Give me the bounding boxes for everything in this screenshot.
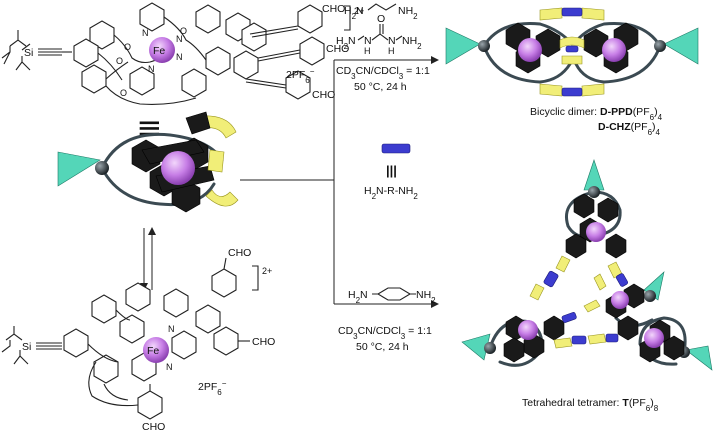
n-label-bottom-1: N — [168, 324, 175, 334]
amine1-right: NH2 — [398, 5, 418, 21]
reactant-bottom-structure: Si Fe N N CHO CHO CHO 2+ 2PF6− — [1, 247, 275, 432]
charge-label-top: 2+ — [354, 6, 364, 16]
n-label-top-1: N — [176, 34, 183, 44]
carbohydrazide-h2: H — [388, 46, 395, 56]
linker-legend: ||| H2N-R-NH2 — [364, 143, 418, 201]
silyl-label-top: Si — [24, 47, 33, 59]
dimer-caption: Bicyclic dimer: D-PPD(PF6)4 D-CHZ(PF6)4 — [530, 106, 663, 137]
conditions-solvent-top: CD3CN/CDCl3 = 1:1 — [336, 65, 430, 81]
carbohydrazide-right: NH2 — [402, 35, 422, 51]
conditions-temp-bottom: 50 °C, 24 h — [356, 341, 409, 353]
equilibrium-arrows — [140, 227, 156, 291]
carbohydrazide-left: H2N — [336, 35, 356, 51]
tetramer-caption-text: Tetrahedral tetramer: T(PF6)8 — [522, 397, 659, 413]
reagent-top: H2N NH2 H2N N H O N H NH2 CD3CN/CDCl3 = … — [336, 3, 430, 93]
cho-label-top-3: CHO — [312, 89, 335, 101]
thread-cartoon-2 — [100, 166, 216, 207]
reagent-bottom: H2N NH2 CD3CN/CDCl3 = 1:1 50 °C, 24 h — [338, 287, 436, 353]
tetramer-stopper-top — [583, 159, 605, 191]
charge-label-bottom: 2+ — [262, 266, 272, 276]
cho-label-top-2: CHO — [326, 43, 349, 55]
n-label-bottom-2: N — [166, 362, 173, 372]
iron-center-bottom — [143, 337, 169, 363]
cyclohexanediamine-left: H2N — [348, 289, 368, 305]
linker-formula: H2N-R-NH2 — [364, 185, 418, 201]
product-dimer-graphic — [445, 7, 699, 97]
tetramer-stopper-right — [685, 345, 713, 371]
tips-group-top: Si — [1, 30, 72, 71]
o-label-top-4: O — [180, 26, 187, 36]
metal-label-top: Fe — [153, 45, 165, 57]
conditions-temp-top: 50 °C, 24 h — [354, 81, 407, 93]
equivalence-symbol: ||| — [139, 120, 161, 137]
carbohydrazide-nh2: N — [388, 35, 396, 47]
o-label-top-3: O — [120, 88, 127, 98]
o-label-top-2: O — [116, 56, 123, 66]
o-label-top-1: O — [124, 42, 131, 52]
carbohydrazide-h1: H — [364, 46, 371, 56]
tips-group-bottom: Si — [1, 326, 62, 365]
cho-label-bottom-1: CHO — [228, 247, 251, 259]
n-label-top-2: N — [176, 52, 183, 62]
cyclohexanediamine-right: NH2 — [416, 289, 436, 305]
iron-sphere-cartoon — [161, 151, 195, 185]
cho-label-top-1: CHO — [322, 3, 345, 15]
junction-ball-cartoon — [95, 161, 109, 175]
carbohydrazide-o: O — [377, 13, 385, 25]
n-label-top-4: N — [148, 64, 155, 74]
cyclohexane-ring — [376, 287, 412, 301]
reactant-top-structure: Si Fe N N N N O O O — [1, 2, 364, 105]
metal-label-bottom: Fe — [147, 345, 159, 357]
dimer-stopper-right — [663, 27, 699, 65]
silyl-label-bottom: Si — [22, 341, 31, 353]
n-label-top-3: N — [142, 28, 149, 38]
conditions-solvent-bottom: CD3CN/CDCl3 = 1:1 — [338, 325, 432, 341]
yellow-arm-cartoon-3 — [205, 189, 239, 207]
dimer-caption-line-1: Bicyclic dimer: D-PPD(PF6)4 — [530, 106, 663, 122]
cho-label-bottom-2: CHO — [252, 336, 275, 348]
counterion-bottom: 2PF6− — [198, 379, 227, 397]
thread-cartoon-1 — [100, 132, 224, 170]
branch-arrows — [240, 56, 439, 308]
reactant-cartoon — [57, 111, 239, 213]
carbohydrazide-nh1: N — [364, 35, 372, 47]
tetramer-caption: Tetrahedral tetramer: T(PF6)8 — [522, 397, 659, 413]
amine1-left: H2N — [344, 5, 364, 21]
yellow-arm-cartoon-2 — [207, 149, 225, 173]
product-tetramer-graphic — [461, 159, 713, 371]
iron-center-top — [149, 37, 175, 63]
cho-label-bottom-3: CHO — [142, 421, 165, 432]
counterion-top: 2PF6− — [286, 67, 315, 85]
stopper-cone-cartoon — [57, 151, 101, 187]
dimer-stopper-left — [445, 27, 481, 65]
dimer-caption-line-2: D-CHZ(PF6)4 — [598, 121, 661, 137]
linker-rod-legend — [381, 143, 411, 154]
linker-equiv: ||| — [386, 163, 397, 178]
